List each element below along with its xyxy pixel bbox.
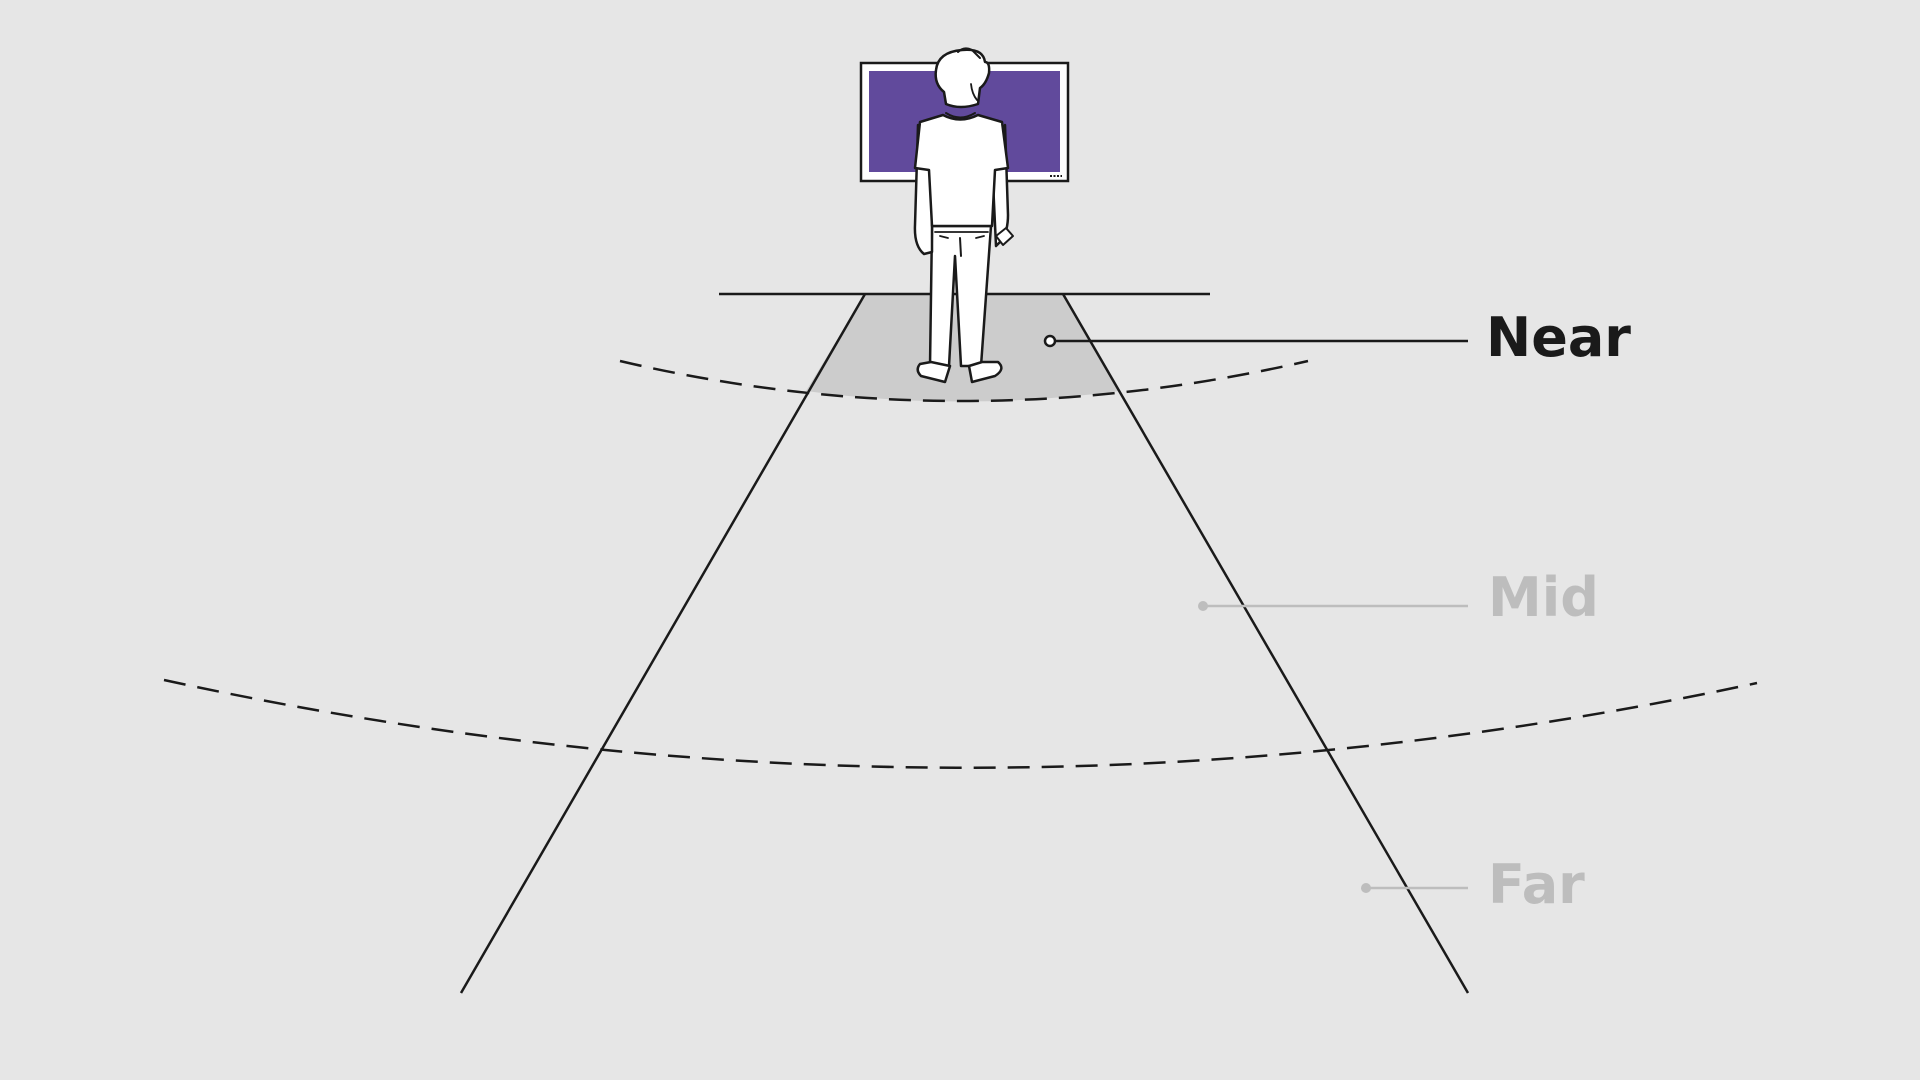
near-label: Near	[1486, 306, 1631, 369]
far-leader-dot	[1361, 883, 1371, 893]
remote-control-icon	[995, 227, 1014, 246]
person-standing-back-view-icon	[913, 47, 1014, 384]
mid-far-boundary	[163, 678, 1758, 769]
far-label: Far	[1488, 853, 1585, 916]
mid-leader-dot	[1198, 601, 1208, 611]
near-leader-dot	[1043, 334, 1057, 348]
cone-left-edge	[459, 293, 867, 994]
cone-right-edge	[1061, 293, 1470, 994]
near-mid-boundary	[619, 359, 1309, 403]
mid-label: Mid	[1488, 566, 1599, 629]
